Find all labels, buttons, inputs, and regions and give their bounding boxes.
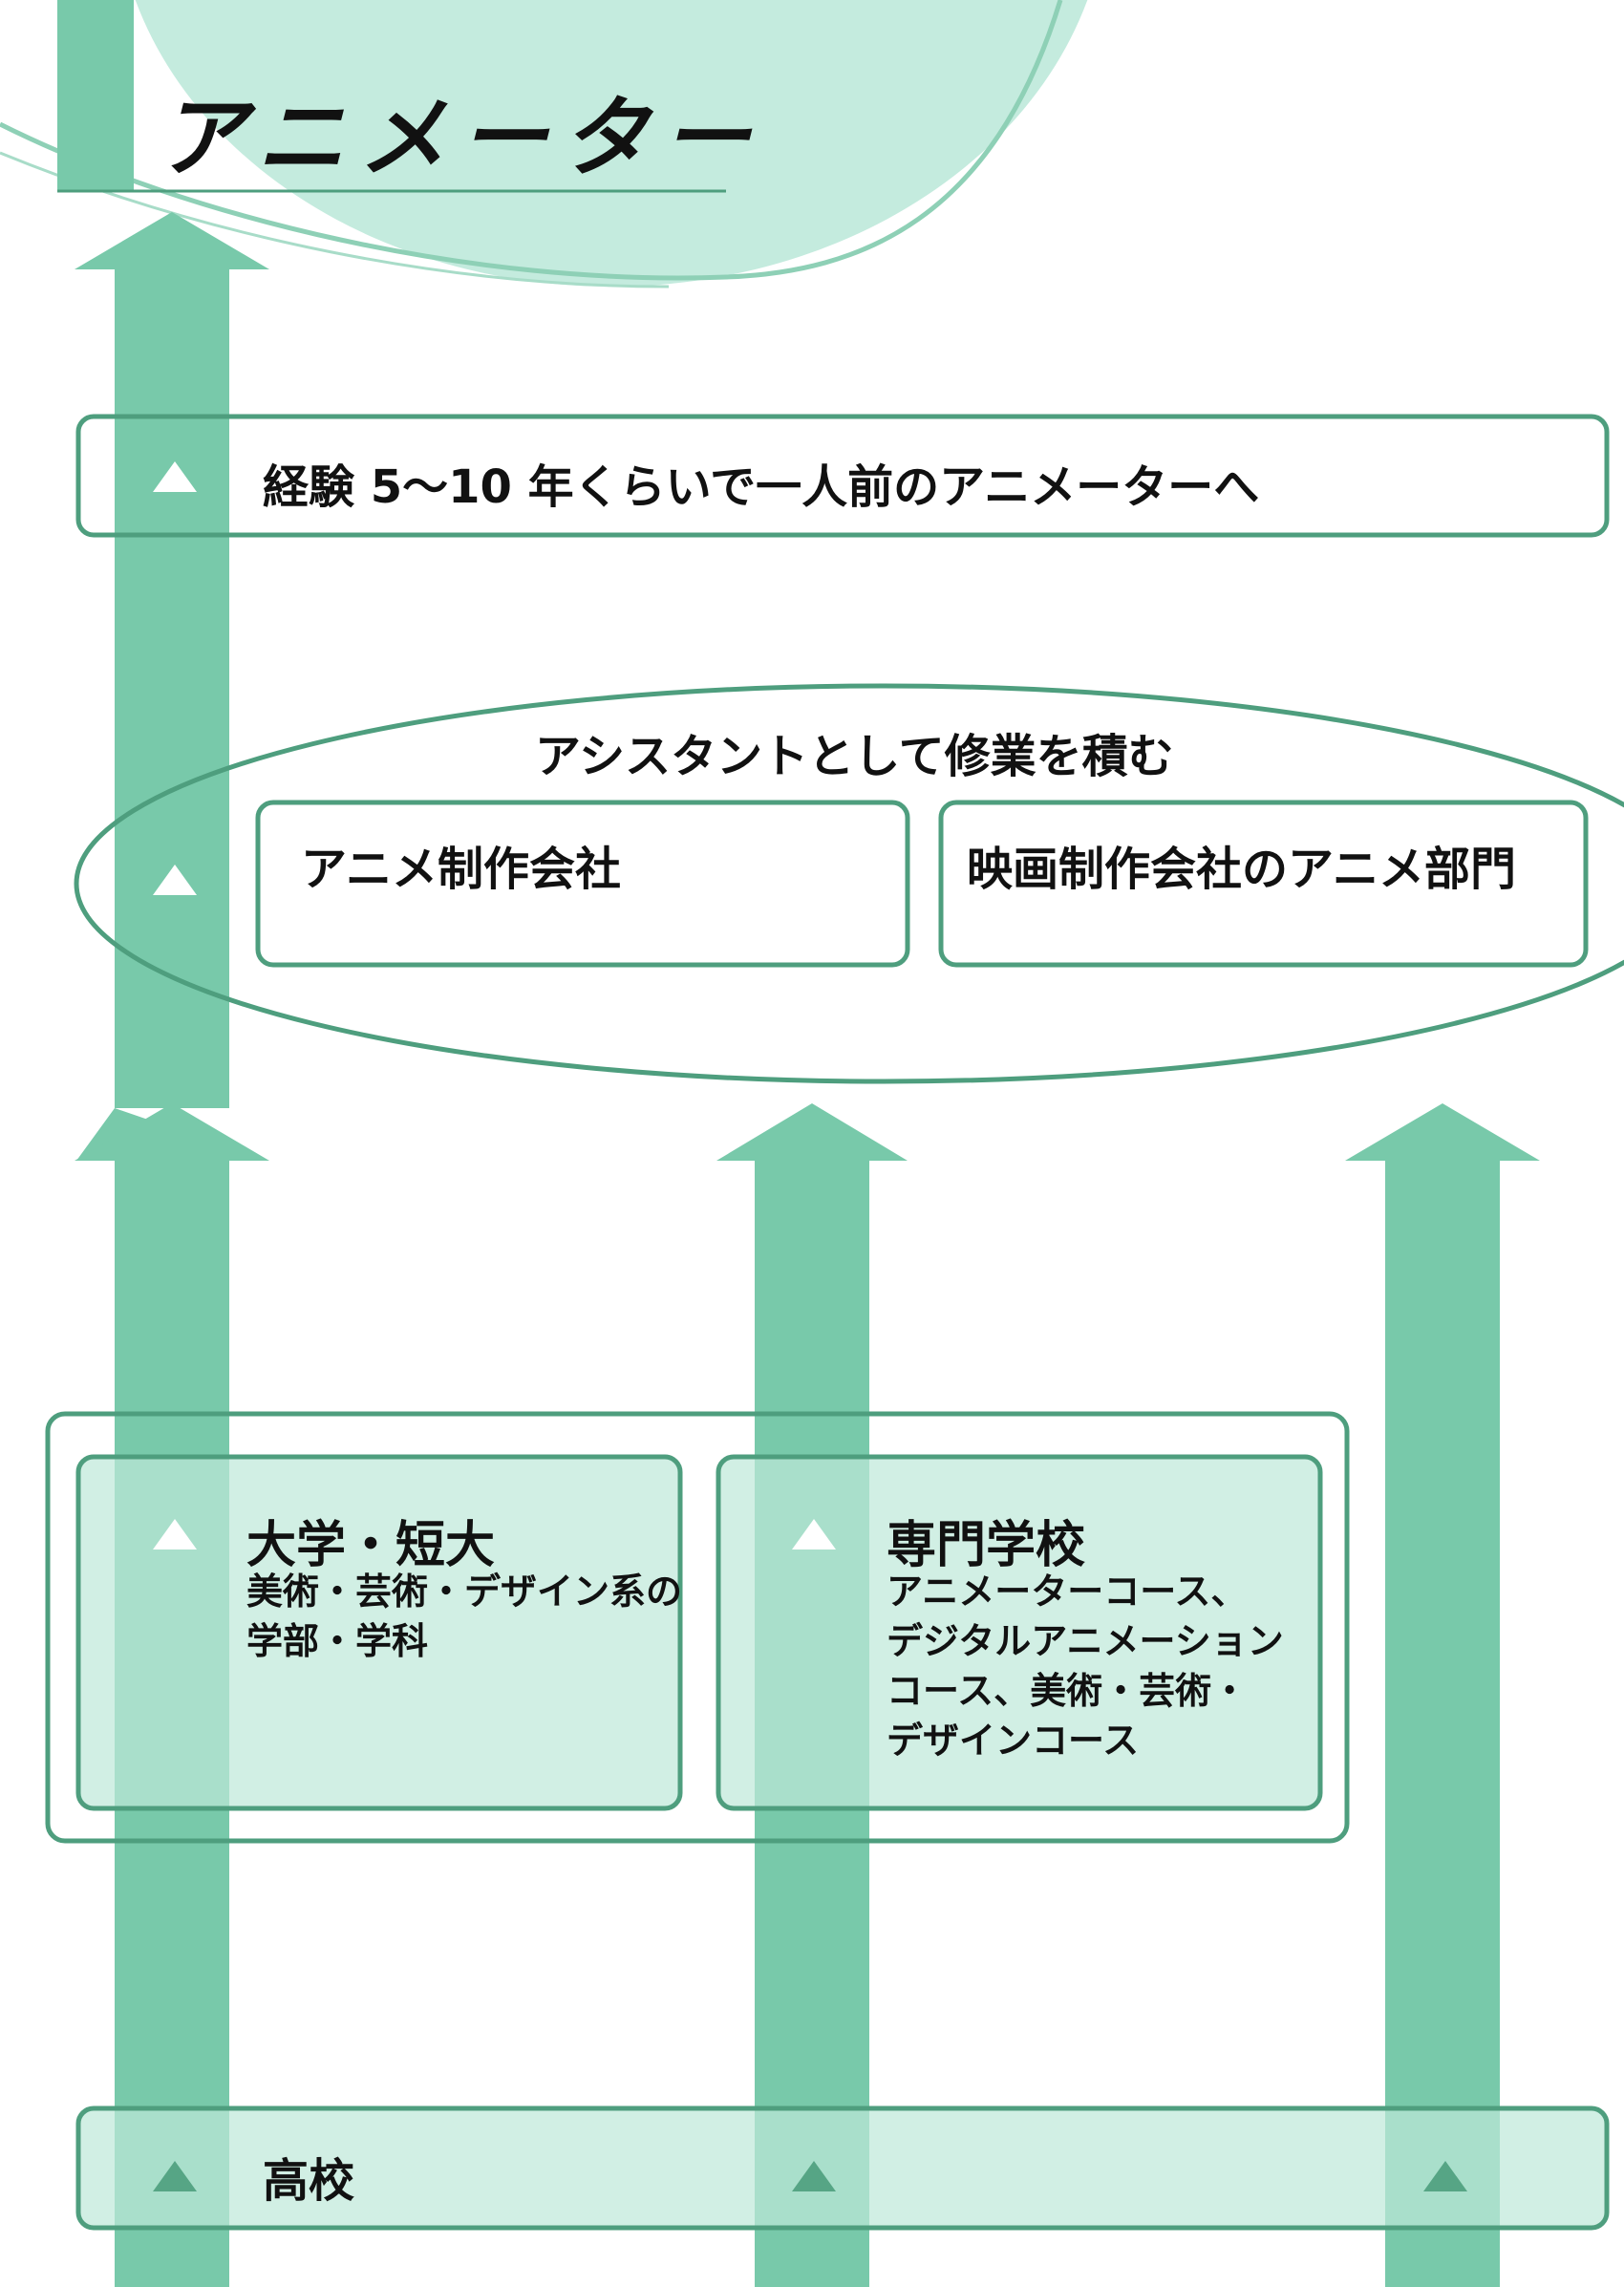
vocational-detail-line: デザインコース [887, 1720, 1140, 1762]
university-detail-line: 美術・芸術・デザイン系の [246, 1571, 683, 1613]
vocational-detail: アニメーターコース、 デジタルアニメーション コース、美術・芸術・ デザインコー… [887, 1567, 1284, 1765]
film-studio-box [938, 800, 1589, 968]
left-arrow-upper-head [75, 212, 269, 1108]
film-studio-label: 映画制作会社のアニメ部門 [967, 843, 1517, 896]
assistant-heading: アシスタントとして修業を積む [535, 730, 1174, 783]
high-school-label: 高校 [263, 2154, 355, 2208]
header-circle [135, 0, 1088, 287]
assistant-marker [153, 865, 197, 895]
high-school-marker-middle [792, 2161, 836, 2191]
university-box [75, 1454, 683, 1811]
vocational-detail-line: コース、美術・芸術・ [887, 1670, 1249, 1712]
schools-outer-box [45, 1411, 1350, 1844]
assistant-ellipse [74, 683, 1624, 1084]
high-school-marker-right [1423, 2161, 1467, 2191]
page-title: アニメーター [158, 86, 764, 189]
vocational-name: 専門学校 [887, 1517, 1086, 1574]
brush-stroke [0, 0, 1063, 281]
high-school-box [75, 2105, 1610, 2231]
vocational-marker [792, 1519, 836, 1550]
university-marker [153, 1519, 197, 1550]
arrows [75, 212, 1540, 2287]
experience-label: 経験 5～10 年くらいで一人前のアニメーターへ [263, 460, 1260, 514]
title-bar-accent [57, 0, 134, 191]
vocational-detail-line: アニメーターコース、 [887, 1571, 1248, 1613]
vocational-detail-line: デジタルアニメーション [887, 1620, 1284, 1662]
right-arrow [1345, 1103, 1540, 2287]
university-name: 大学・短大 [246, 1517, 496, 1574]
experience-box [75, 414, 1610, 538]
university-detail-line: 学部・学科 [246, 1620, 429, 1662]
vocational-box [716, 1454, 1323, 1811]
anime-studio-label: アニメ制作会社 [301, 843, 622, 896]
high-school-marker-left [153, 2161, 197, 2191]
header-decoration [0, 0, 1088, 289]
anime-studio-box [255, 800, 910, 968]
university-detail: 美術・芸術・デザイン系の 学部・学科 [246, 1567, 682, 1666]
experience-marker [153, 461, 197, 492]
